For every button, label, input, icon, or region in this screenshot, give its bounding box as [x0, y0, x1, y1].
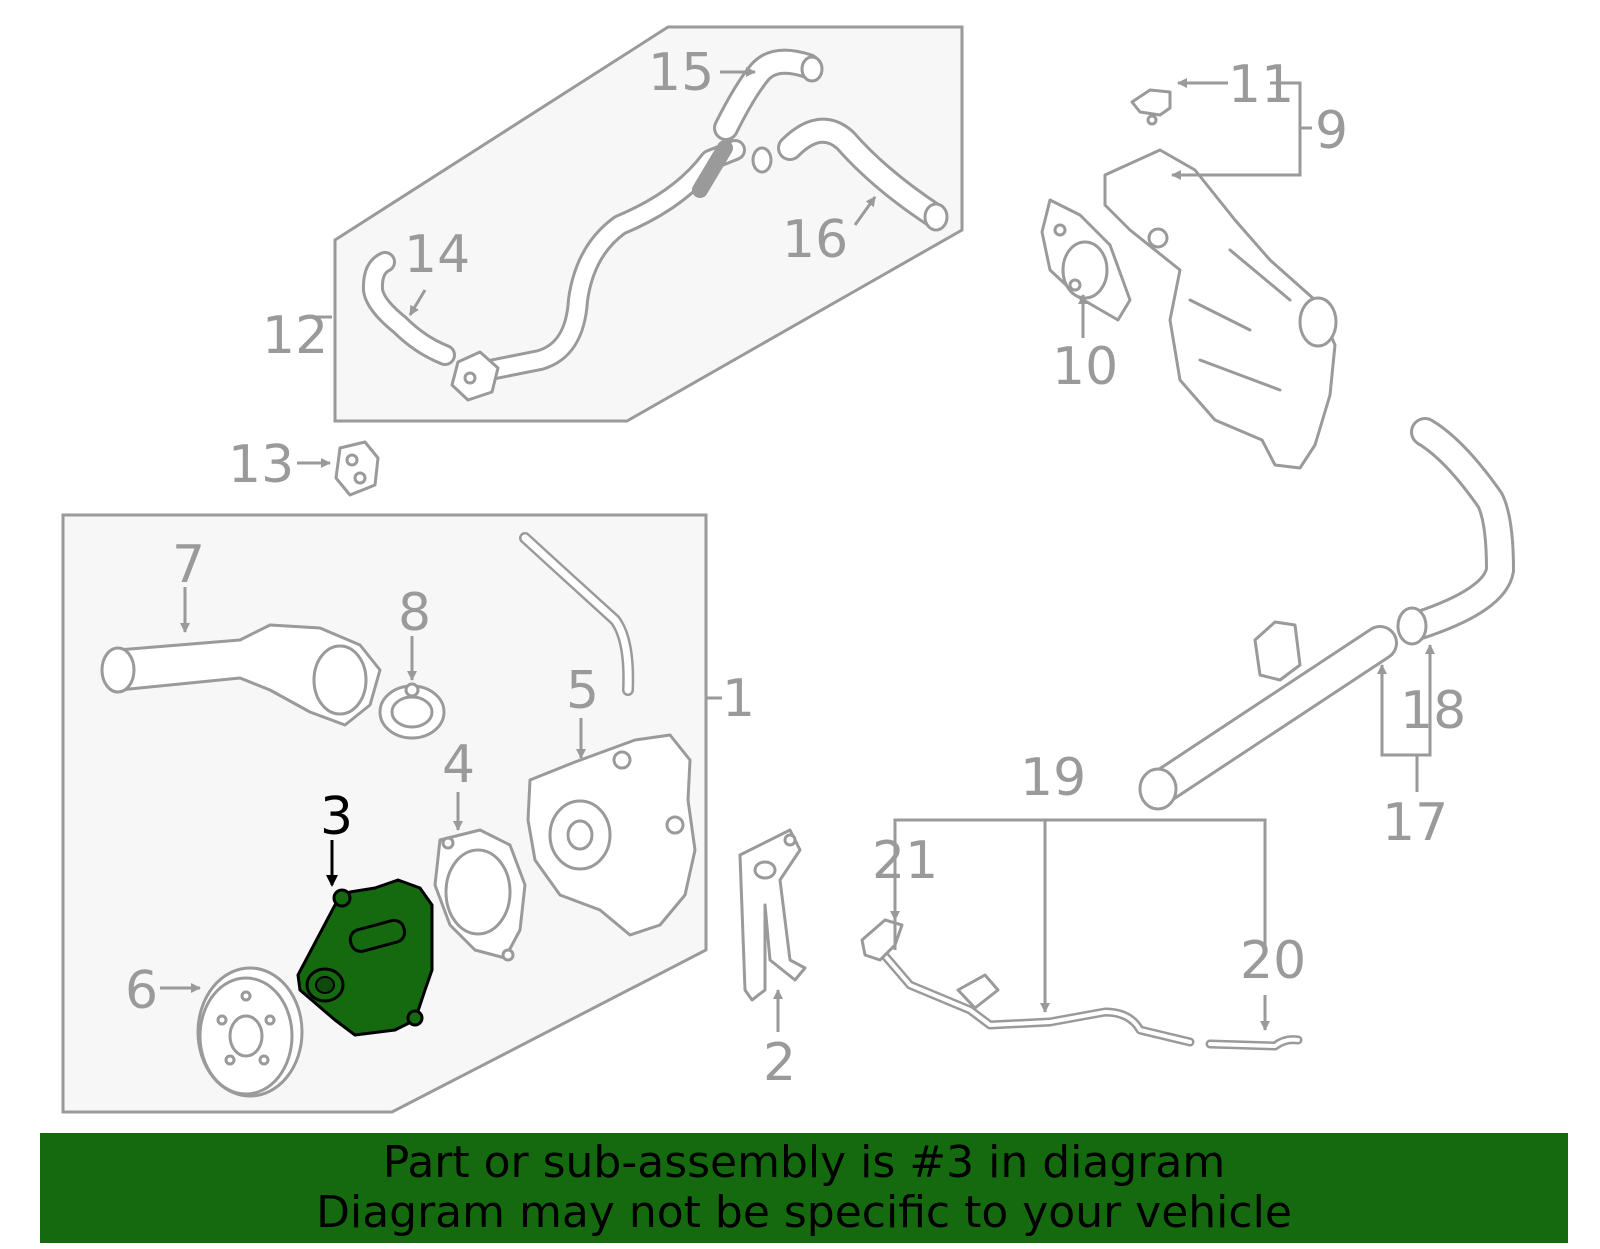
callout-11: 11 — [1228, 55, 1294, 115]
callout-13: 13 — [228, 435, 294, 495]
callout-21: 21 — [872, 831, 938, 891]
callout-17: 17 — [1382, 793, 1448, 853]
callout-1: 1 — [722, 669, 755, 729]
footer-line-1: Part or sub-assembly is #3 in diagram — [382, 1137, 1226, 1188]
pipe-17 — [1138, 620, 1398, 811]
thermostat-8 — [378, 682, 446, 740]
bracket-2 — [738, 828, 807, 1002]
callout-15: 15 — [648, 43, 714, 103]
gasket-10 — [1040, 198, 1132, 322]
callout-18: 18 — [1400, 681, 1466, 741]
parts-diagram: 15 16 14 12 13 11 9 10 7 8 5 1 4 3 6 2 1… — [61, 25, 1515, 1114]
coolant-pipe-12 — [450, 139, 773, 402]
outlet-7 — [100, 623, 382, 727]
hose-16 — [777, 117, 949, 232]
callout-19: 19 — [1020, 748, 1086, 808]
bypass-tube — [519, 532, 635, 696]
footer-line-2: Diagram may not be specific to your vehi… — [316, 1187, 1292, 1238]
callout-2: 2 — [763, 1033, 796, 1093]
callout-8: 8 — [398, 583, 431, 643]
pulley-6 — [196, 966, 304, 1098]
hose-14 — [361, 251, 456, 366]
callout-20: 20 — [1240, 931, 1306, 991]
callout-6: 6 — [125, 961, 158, 1021]
callout-14: 14 — [404, 225, 470, 285]
callout-7: 7 — [172, 535, 205, 595]
pump-housing-5 — [526, 733, 697, 937]
bracket-11 — [1130, 88, 1172, 126]
thermostat-housing-9 — [1103, 148, 1338, 470]
callout-12: 12 — [262, 306, 328, 366]
hose-15 — [713, 48, 824, 141]
callout-3: 3 — [320, 787, 353, 847]
callout-5: 5 — [566, 661, 599, 721]
callout-9: 9 — [1315, 101, 1348, 161]
hose-18 — [1396, 417, 1515, 646]
callout-10: 10 — [1052, 337, 1118, 397]
callout-16: 16 — [782, 210, 848, 270]
hose-assembly-19 — [860, 918, 1303, 1051]
callout-4: 4 — [442, 735, 475, 795]
water-pump-3-highlighted[interactable] — [296, 878, 434, 1037]
footer-banner: Part or sub-assembly is #3 in diagram Di… — [40, 1133, 1568, 1243]
gasket-13 — [334, 440, 380, 497]
gasket-4 — [433, 828, 527, 962]
